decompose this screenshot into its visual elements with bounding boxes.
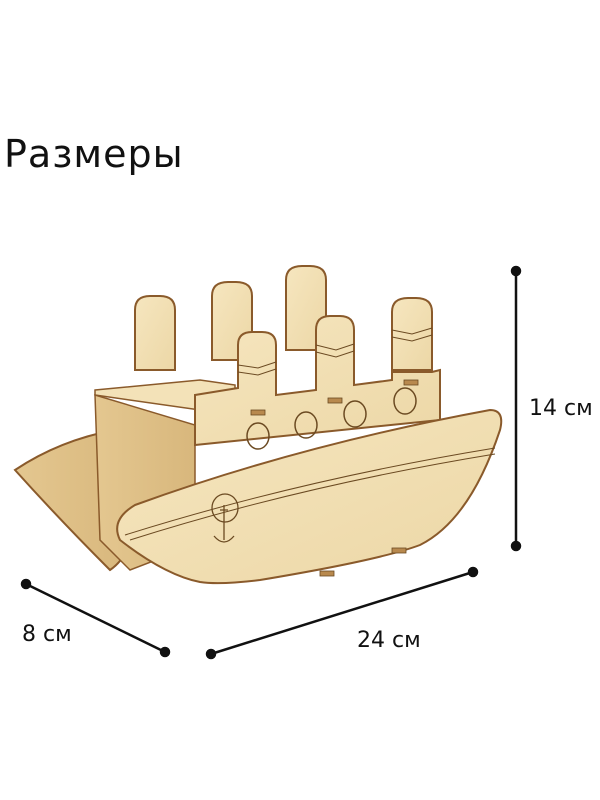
funnels <box>134 265 433 371</box>
length-label: 24 см <box>357 628 421 653</box>
depth-label: 8 см <box>22 622 72 647</box>
portholes <box>246 387 417 450</box>
height-label: 14 см <box>529 396 593 421</box>
page-title: Размеры <box>4 132 184 176</box>
anchor-emblem <box>211 493 239 543</box>
